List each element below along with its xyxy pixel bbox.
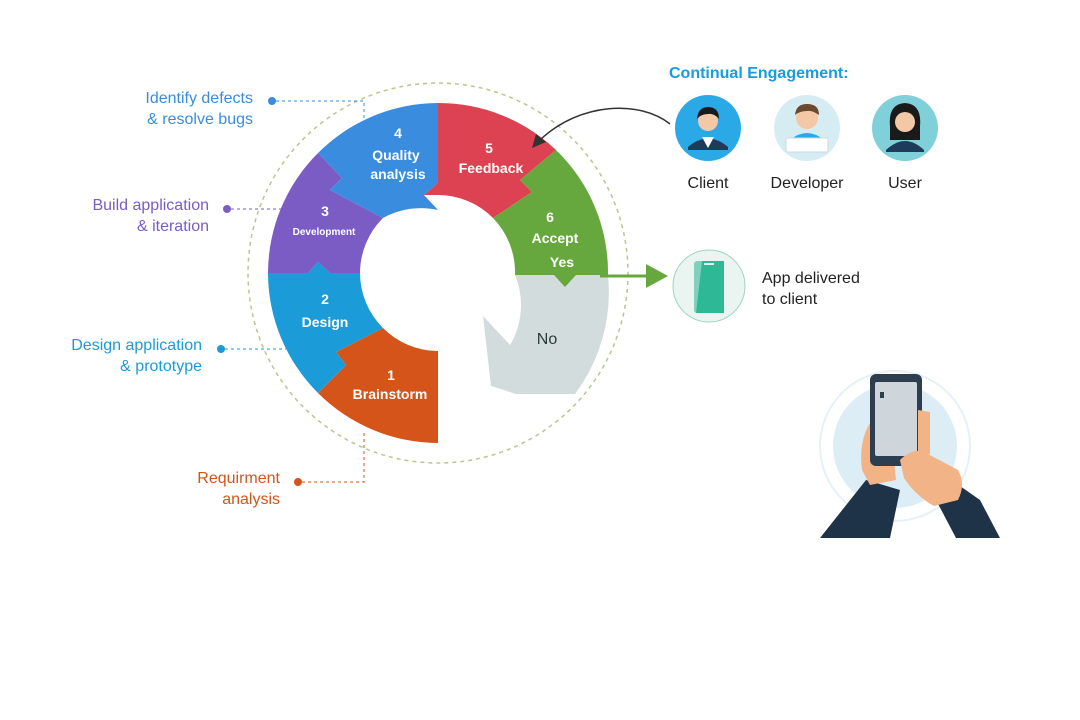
user-name: User xyxy=(888,175,922,192)
stage-6-label: Accept xyxy=(532,230,579,246)
segment-accept xyxy=(493,150,609,287)
stage-2-label: Design xyxy=(302,314,349,330)
stage-5-label: Feedback xyxy=(459,160,524,176)
defects-connector xyxy=(268,97,365,122)
design-annotation: Design application & prototype xyxy=(30,335,202,377)
client-avatar-icon xyxy=(675,95,741,161)
hand-phone-illustration xyxy=(819,370,1000,538)
defects-line1: Identify defects xyxy=(145,90,253,107)
build-line1: Build application xyxy=(92,197,209,214)
segment-brainstorm xyxy=(318,328,438,443)
stage-6-number: 6 xyxy=(546,209,554,225)
segment-design xyxy=(268,262,383,393)
requirement-line1: Requirment xyxy=(197,470,280,487)
build-connector xyxy=(223,205,284,213)
delivered-line2: to client xyxy=(762,291,818,308)
yes-arrow-head xyxy=(646,264,668,288)
user-avatar-icon xyxy=(872,95,938,161)
requirement-connector xyxy=(294,432,365,486)
no-label: No xyxy=(537,331,558,348)
stage-1-number: 1 xyxy=(387,367,395,383)
requirement-annotation: Requirment analysis xyxy=(150,468,280,510)
segment-feedback xyxy=(424,102,556,218)
requirement-line2: analysis xyxy=(222,491,280,508)
segment-development xyxy=(268,153,383,273)
app-delivered-text: App delivered to client xyxy=(762,268,860,310)
stage-4-label-line2: analysis xyxy=(370,166,425,182)
design-connector xyxy=(217,345,286,353)
stage-5-number: 5 xyxy=(485,140,493,156)
stage-4-label: Quality xyxy=(372,147,420,163)
build-annotation: Build application & iteration xyxy=(50,195,209,237)
stage-4-number: 4 xyxy=(394,125,402,141)
design-line2: & prototype xyxy=(120,358,202,375)
feedback-arrow-head xyxy=(532,134,546,148)
yes-label: Yes xyxy=(550,254,574,270)
defects-line2: & resolve bugs xyxy=(147,111,253,128)
delivered-line1: App delivered xyxy=(762,270,860,287)
build-line2: & iteration xyxy=(136,218,209,235)
engagement-title: Continual Engagement: xyxy=(669,65,849,82)
design-line1: Design application xyxy=(71,337,202,354)
developer-avatar-icon xyxy=(774,95,840,161)
feedback-arrow xyxy=(539,107,671,141)
stage-2-number: 2 xyxy=(321,291,329,307)
developer-name: Developer xyxy=(770,175,844,192)
stage-3-number: 3 xyxy=(321,203,329,219)
segment-quality-analysis xyxy=(318,103,438,218)
no-return-arrow xyxy=(483,275,609,394)
client-name: Client xyxy=(687,175,729,192)
app-delivered-icon xyxy=(672,249,746,323)
stage-3-label: Development xyxy=(293,227,356,238)
stage-1-label: Brainstorm xyxy=(353,386,428,402)
outer-dashed-ring xyxy=(247,82,629,464)
defects-annotation: Identify defects & resolve bugs xyxy=(90,88,253,130)
